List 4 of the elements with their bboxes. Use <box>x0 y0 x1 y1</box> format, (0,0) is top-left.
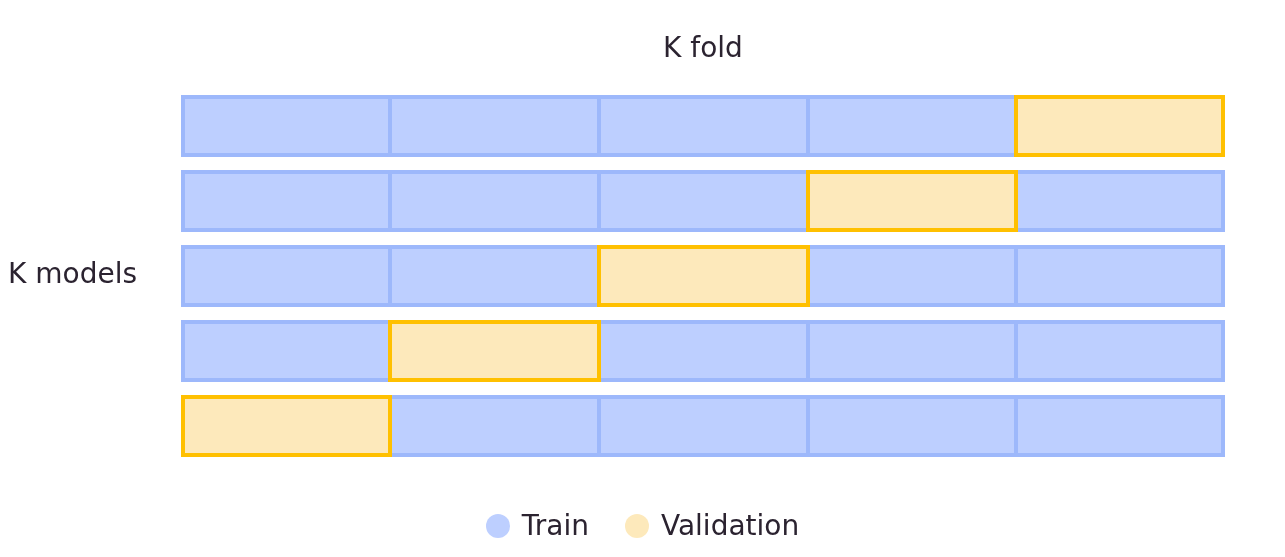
legend-label: Validation <box>660 509 800 543</box>
legend-label: Train <box>521 509 589 543</box>
diagram-title: K fold <box>662 31 744 65</box>
row-axis-label: K models <box>8 257 138 291</box>
